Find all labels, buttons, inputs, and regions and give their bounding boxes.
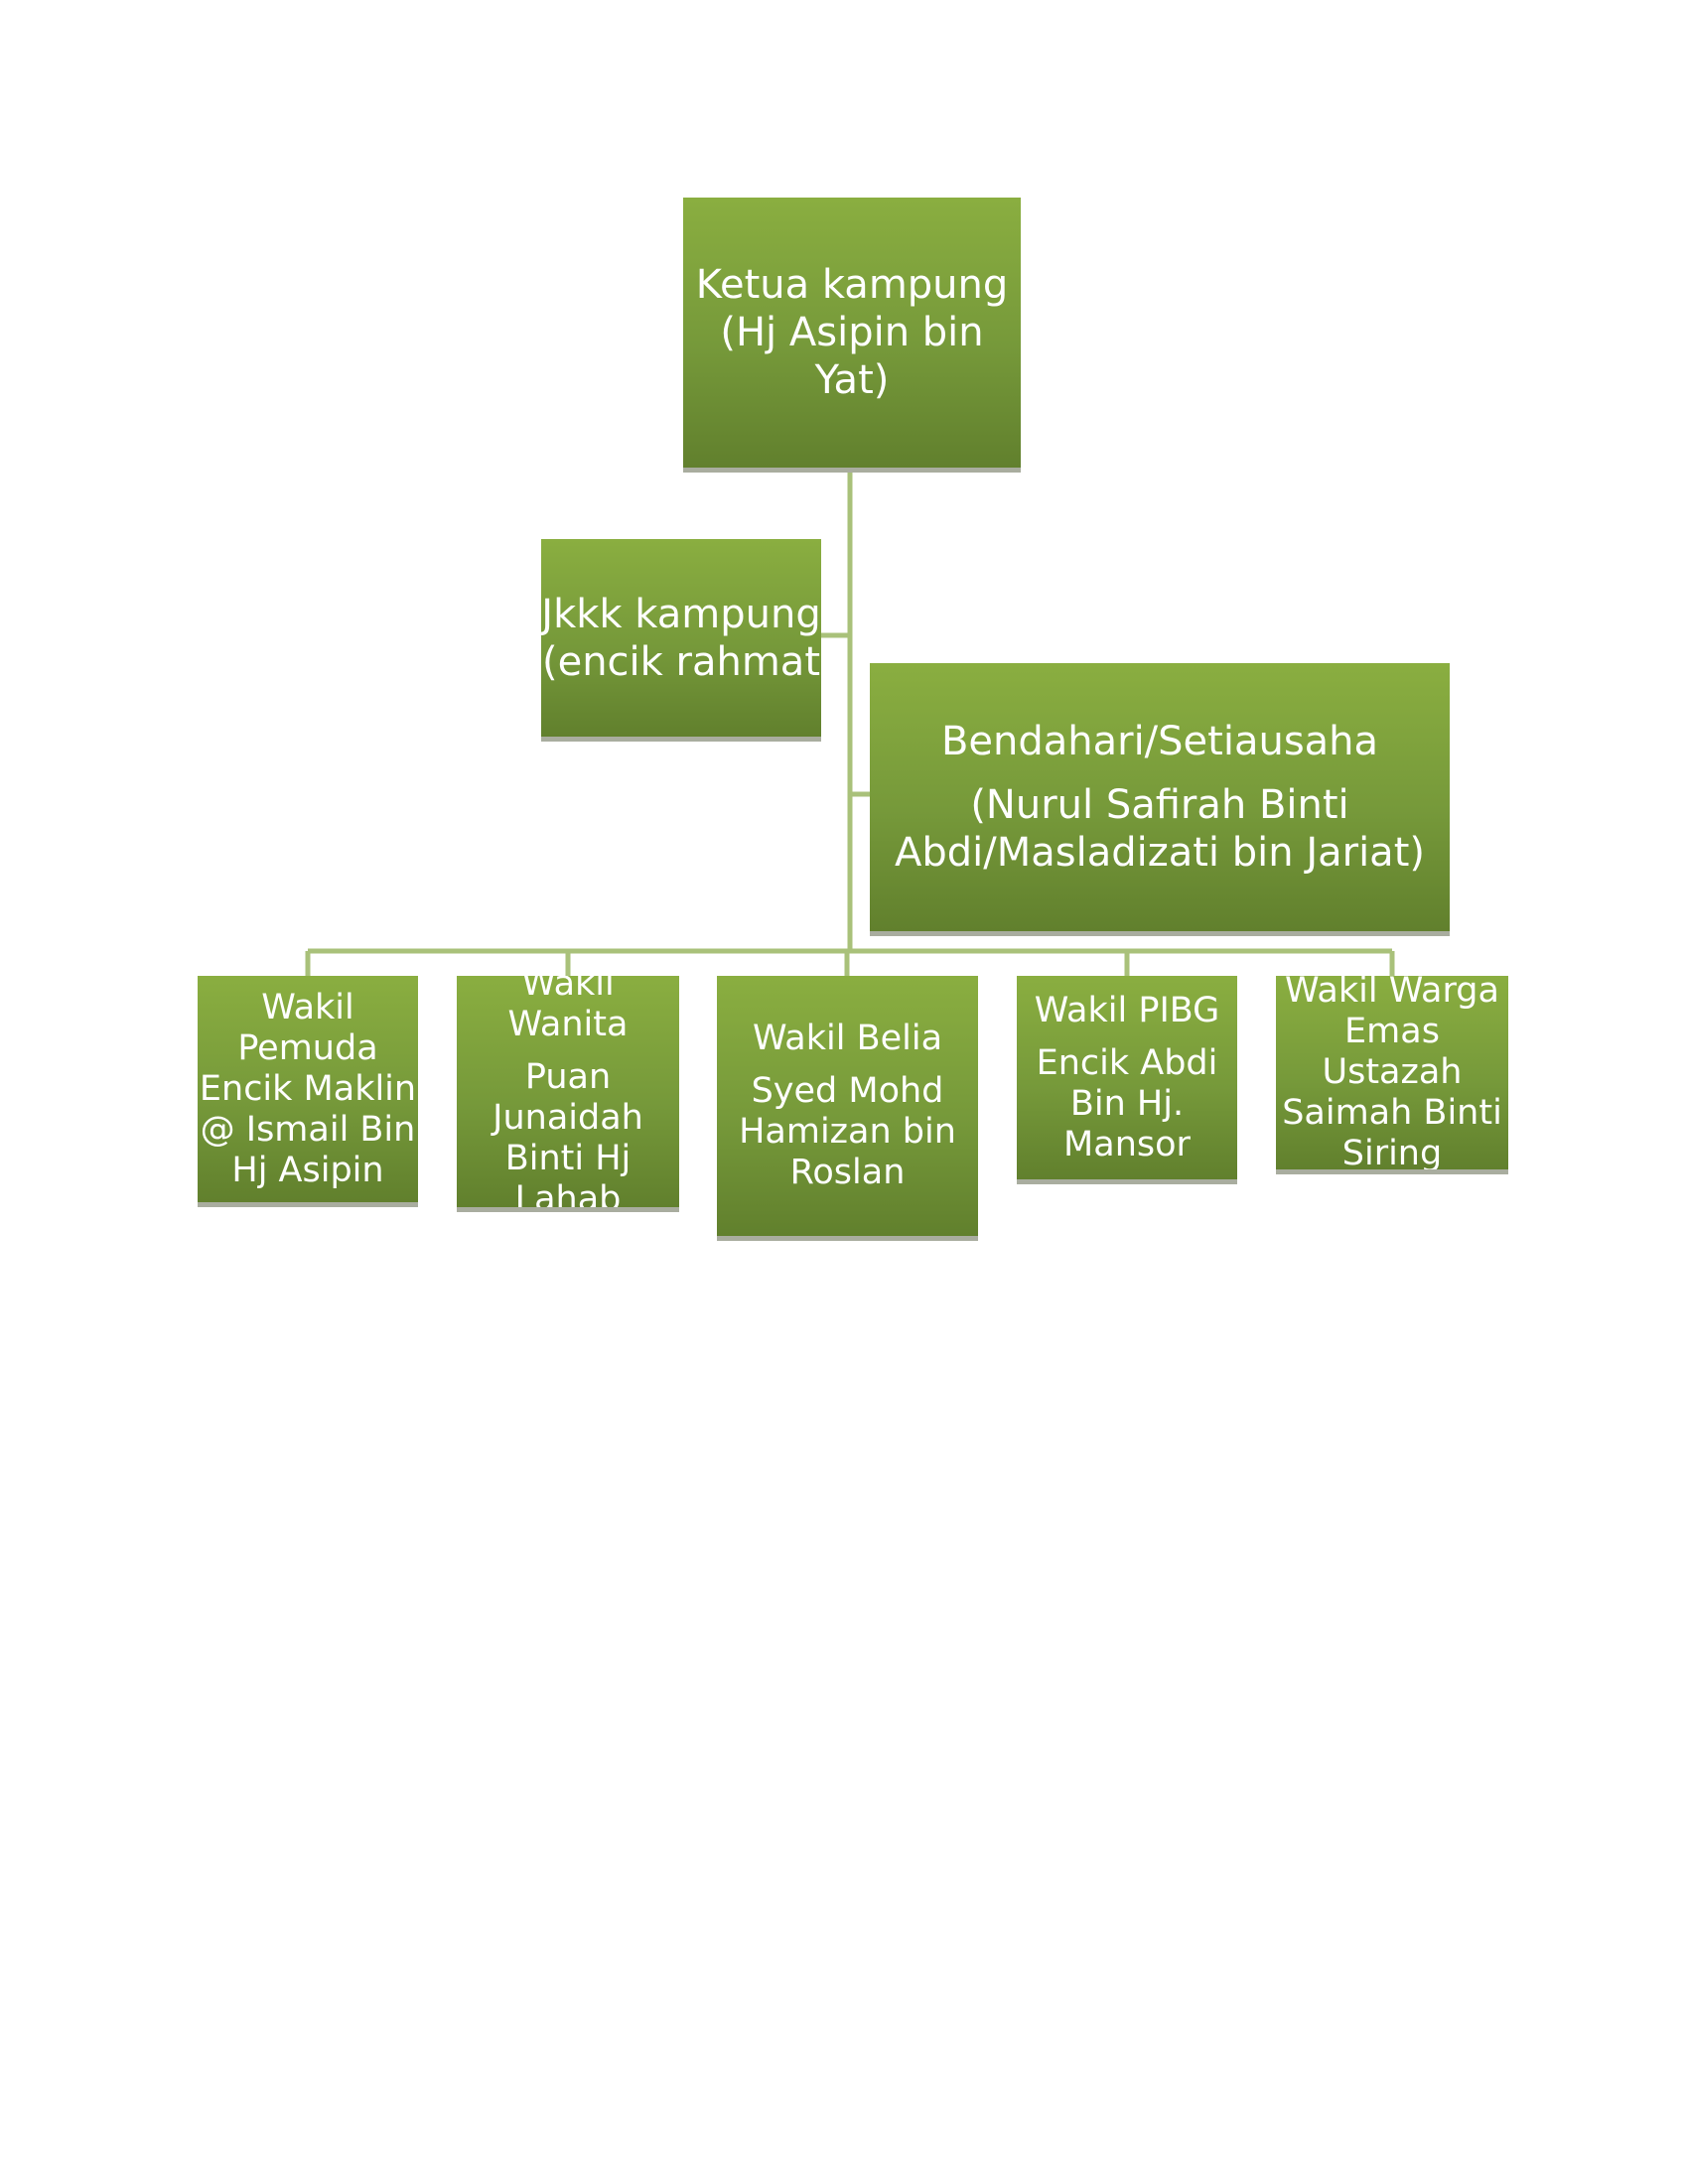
- node-bendahari-role: Bendahari/Setiausaha: [940, 719, 1379, 764]
- node-wakil-pemuda-text: Wakil Pemuda Encik Maklin @ Ismail Bin H…: [199, 987, 417, 1190]
- node-wakil-pibg-role: Wakil PIBG: [1034, 990, 1220, 1030]
- node-bendahari-names: (Nurul Safirah Binti Abdi/Masladizati bi…: [895, 782, 1425, 876]
- node-wakil-belia: Wakil Belia Syed Mohd Hamizan bin Roslan: [717, 976, 978, 1236]
- node-bendahari-setiausaha: Bendahari/Setiausaha (Nurul Safirah Bint…: [870, 663, 1450, 931]
- node-wakil-wanita-name: Puan Junaidah Binti Hj Lahab: [492, 1056, 643, 1208]
- node-jkkk-kampung-text: Jkkk kampung (encik rahmat: [541, 591, 821, 685]
- node-wakil-wanita-role: Wakil Wanita: [507, 976, 629, 1044]
- node-wakil-pibg: Wakil PIBG Encik Abdi Bin Hj. Mansor: [1017, 976, 1237, 1179]
- node-wakil-pemuda: Wakil Pemuda Encik Maklin @ Ismail Bin H…: [198, 976, 418, 1202]
- node-wakil-wanita: Wakil Wanita Puan Junaidah Binti Hj Laha…: [457, 976, 679, 1207]
- node-wakil-belia-name: Syed Mohd Hamizan bin Roslan: [739, 1071, 956, 1192]
- node-wakil-warga-emas: Wakil Warga Emas Ustazah Saimah Binti Si…: [1276, 976, 1508, 1169]
- node-wakil-pibg-name: Encik Abdi Bin Hj. Mansor: [1036, 1042, 1218, 1164]
- node-ketua-kampung: Ketua kampung (Hj Asipin bin Yat): [683, 198, 1021, 468]
- node-ketua-kampung-text: Ketua kampung (Hj Asipin bin Yat): [695, 262, 1009, 403]
- node-jkkk-kampung: Jkkk kampung (encik rahmat: [541, 539, 821, 737]
- node-wakil-belia-role: Wakil Belia: [752, 1019, 943, 1058]
- node-wakil-warga-emas-text: Wakil Warga Emas Ustazah Saimah Binti Si…: [1282, 976, 1502, 1169]
